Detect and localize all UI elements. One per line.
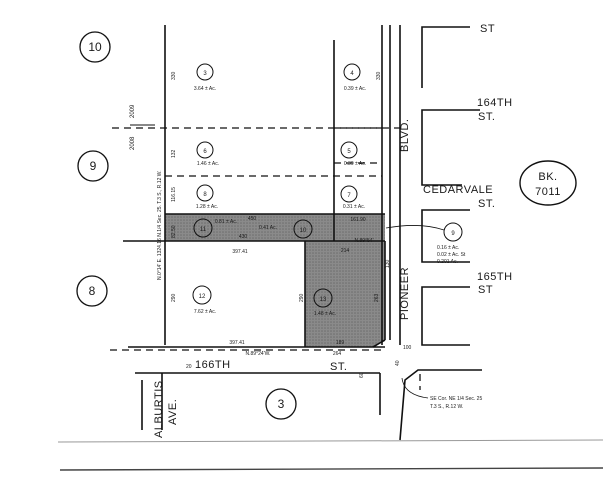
svg-text:6: 6	[203, 149, 207, 155]
parcel-3: 3 3.64 ± Ac.	[194, 63, 216, 92]
dim-214: 214	[341, 248, 350, 254]
dim-20: 20	[186, 364, 192, 370]
street-164th: 164TH	[477, 97, 513, 109]
dim-263: 263	[374, 293, 380, 302]
svg-text:8: 8	[203, 192, 207, 198]
dim-450: 450	[248, 216, 257, 222]
svg-text:4: 4	[350, 71, 354, 77]
bearing-bottom: N.89°24'W.	[246, 351, 271, 357]
svg-text:0.02 ± Ac. St: 0.02 ± Ac. St	[437, 252, 466, 258]
street-alburtis: ALBURTIS	[153, 380, 165, 438]
svg-text:8: 8	[89, 284, 96, 298]
scan-edge-line	[59, 467, 603, 471]
svg-text:1.46 ± Ac.: 1.46 ± Ac.	[197, 161, 219, 167]
dim-116-15: 116.15	[171, 187, 177, 202]
dim-130: 130	[385, 259, 391, 268]
dim-189: 189	[336, 340, 345, 346]
block-lines	[123, 25, 482, 441]
page-circle-10: 10	[79, 31, 111, 63]
street-166th: 166TH	[195, 359, 231, 371]
svg-text:7.62 ± Ac.: 7.62 ± Ac.	[194, 309, 216, 315]
parcel-10: 10 0.41 Ac.	[259, 219, 313, 239]
dashed-lot-lines	[110, 127, 421, 390]
svg-text:3.64 ± Ac.: 3.64 ± Ac.	[194, 86, 216, 92]
dim-264: 264	[333, 351, 342, 357]
street-165th-st: ST	[478, 284, 493, 296]
street-pioneer: PIONEER	[399, 267, 411, 320]
bearing-top: N.89°54'	[354, 238, 373, 244]
street-166th-st: ST.	[330, 361, 347, 373]
dim-100: 100	[403, 345, 412, 351]
dim-330-right: 330	[376, 71, 382, 80]
dim-82-50: 82.50	[171, 225, 177, 238]
svg-text:0.201 Ac.: 0.201 Ac.	[437, 259, 458, 265]
parcel-7: 7 0.31 ± Ac.	[340, 185, 365, 210]
dim-290-mid: 290	[299, 293, 305, 302]
street-165th: 165TH	[477, 271, 513, 283]
dim-60: 60	[359, 372, 365, 378]
svg-text:3: 3	[278, 397, 285, 411]
street-blvd: BLVD.	[399, 119, 411, 152]
svg-text:0.41 Ac.: 0.41 Ac.	[259, 225, 277, 231]
svg-text:3: 3	[203, 71, 207, 77]
street-st-top: ST	[480, 23, 495, 35]
dim-397-41-top: 397.41	[232, 249, 248, 255]
parcel-8: 8 1.28 ± Ac.	[196, 184, 218, 210]
dim-330-left: 330	[171, 71, 177, 80]
parcel-13: 13 1.48 ± Ac.	[313, 288, 336, 317]
svg-text:BK.: BK.	[538, 171, 557, 183]
street-164th-st: ST.	[478, 111, 495, 123]
section-right: 2009	[130, 104, 136, 118]
shaded-parcel-13	[305, 241, 385, 347]
svg-text:0.16 ± Ac.: 0.16 ± Ac.	[437, 245, 459, 251]
parcel-6: 6 1.46 ± Ac.	[196, 141, 219, 167]
svg-text:1.28 ± Ac.: 1.28 ± Ac.	[196, 204, 218, 210]
book-badge: BK. 7011	[519, 160, 577, 206]
svg-text:9: 9	[90, 159, 97, 173]
dim-132: 132	[171, 149, 177, 158]
svg-text:T.3 S., R.12 W.: T.3 S., R.12 W.	[430, 404, 463, 410]
street-alburtis-ave: AVE.	[167, 399, 179, 425]
street-cedarvale: CEDARVALE	[423, 184, 493, 196]
svg-text:10: 10	[300, 228, 307, 234]
svg-text:10: 10	[88, 40, 102, 54]
svg-text:12: 12	[199, 294, 206, 300]
dim-40: 40	[395, 360, 401, 366]
page-circle-8: 8	[76, 275, 108, 307]
page-circle-9: 9	[77, 150, 109, 182]
svg-text:0.39 ± Ac.: 0.39 ± Ac.	[344, 86, 366, 92]
parcel-5: 5 0.39 ± Ac.	[340, 141, 366, 167]
page-edge-line	[57, 439, 603, 443]
parcel-9: 9 0.16 ± Ac. 0.02 ± Ac. St 0.201 Ac.	[385, 222, 466, 265]
dim-397-41-bottom: 397.41	[229, 340, 245, 346]
svg-text:9: 9	[451, 231, 455, 237]
parcel-12: 12 7.62 ± Ac.	[192, 285, 216, 315]
svg-text:13: 13	[320, 297, 327, 303]
svg-text:7: 7	[347, 193, 351, 199]
parcel-4: 4 0.39 ± Ac.	[343, 63, 366, 92]
vertical-bearing: N.0°14' E. 1324.16 N.1/4 Sec. 25. T.3 S.…	[157, 170, 163, 280]
dim-430: 430	[239, 234, 248, 240]
svg-text:0.39 ± Ac.: 0.39 ± Ac.	[344, 161, 366, 167]
dim-290-left: 290	[171, 293, 177, 302]
dim-161-90: 161.90	[350, 217, 366, 223]
svg-text:7011: 7011	[535, 186, 561, 198]
page-circle-3-bottom: 3	[265, 388, 297, 420]
section-left: 2008	[130, 136, 136, 150]
svg-text:1.48 ± Ac.: 1.48 ± Ac.	[314, 311, 336, 317]
svg-text:0.31 ± Ac.: 0.31 ± Ac.	[343, 204, 365, 210]
svg-text:SE Cor. NE 1/4 Sec. 25: SE Cor. NE 1/4 Sec. 25	[430, 396, 482, 402]
svg-text:5: 5	[347, 149, 351, 155]
corner-note: SE Cor. NE 1/4 Sec. 25 T.3 S., R.12 W.	[401, 377, 482, 410]
svg-text:11: 11	[200, 227, 207, 233]
parcel-11: 11 0.81 ± Ac.	[193, 218, 237, 238]
street-cedarvale-st: ST.	[478, 198, 495, 210]
svg-text:0.81 ± Ac.: 0.81 ± Ac.	[215, 219, 237, 225]
